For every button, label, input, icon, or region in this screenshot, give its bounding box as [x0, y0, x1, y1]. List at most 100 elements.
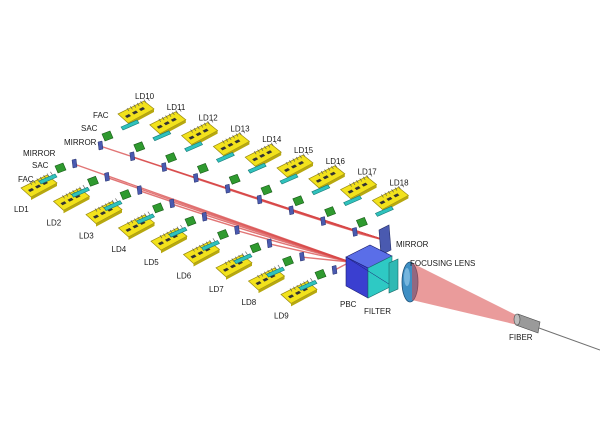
ld4-stripe [137, 216, 140, 220]
ld13-stripe [222, 140, 225, 144]
ld1-chip-edge [31, 183, 57, 200]
ld10-stripe [130, 106, 133, 110]
ld18-stripe [391, 189, 394, 193]
ld10-module: LD10 [97, 92, 155, 151]
ld2-mirror [104, 171, 110, 182]
ld5-stripe [176, 226, 180, 230]
ld1-pad [42, 181, 48, 185]
ld13-stripe [235, 133, 239, 137]
ld3-stripe [94, 208, 98, 212]
ld4-fac [136, 213, 155, 225]
ld18-pad [393, 193, 400, 198]
ld8-module: LD8 [242, 251, 305, 307]
ld18-module: LD18 [352, 178, 409, 237]
ld15-stripe [295, 156, 299, 161]
output-beam-cone [412, 263, 522, 326]
label-pbc: PBC [340, 300, 357, 309]
ld2-stripe [82, 184, 86, 189]
ld11-sac [133, 141, 146, 153]
ld1-stripe [43, 175, 46, 179]
ld16-module: LD16 [288, 157, 345, 216]
label-fiber: FIBER [509, 333, 533, 342]
ld2-label: LD2 [47, 218, 62, 227]
ld2-stripe [69, 191, 72, 196]
ld13-stripe [232, 135, 235, 139]
ld17-label: LD17 [358, 168, 378, 177]
ld12-stripe [200, 124, 204, 128]
ld13-stripe [239, 131, 242, 136]
ld13-mirror [193, 173, 199, 183]
ld12-label: LD12 [199, 114, 219, 123]
ld17-stripe [356, 180, 359, 184]
ld13-pad [234, 139, 241, 144]
ld4-pad [125, 227, 132, 232]
ld14-stripe [267, 144, 271, 148]
ld2-stripe [62, 195, 65, 199]
ld3-stripe [98, 206, 101, 211]
ld8-stripe [277, 264, 281, 269]
ld17-module: LD17 [320, 168, 378, 226]
ld2-stripe [72, 190, 75, 194]
ld5-label: LD5 [144, 258, 159, 267]
ld2-stripe [75, 188, 79, 192]
ld8-pad [269, 274, 276, 279]
ld6-pad [197, 251, 204, 255]
ld13-sac [197, 163, 209, 174]
ld18-stripe [398, 185, 401, 190]
ld11-stripe [175, 110, 179, 114]
ld4-module: LD4 [112, 198, 175, 254]
ld9-sac [314, 269, 327, 280]
ld14-stripe [270, 142, 274, 146]
ld12-module: LD12 [161, 114, 219, 172]
ld3-label: LD3 [79, 232, 94, 241]
ld12-stripe [210, 119, 214, 123]
ld5-chip-edge [161, 236, 187, 254]
ld16-stripe [334, 164, 338, 168]
ld12-pad [202, 128, 209, 133]
ld10-pad [132, 110, 138, 115]
ld12-stripe [207, 120, 210, 125]
ld17-stripe [352, 181, 356, 186]
ld8-mirror [299, 251, 305, 262]
ld4-stripe [144, 213, 147, 217]
ld6-stripe [205, 241, 209, 245]
ld6-mirror [234, 225, 240, 235]
ld7-pad [223, 267, 229, 272]
ld15-stripe [302, 153, 306, 157]
ld5-pad [165, 237, 171, 242]
ld2-sac [87, 175, 99, 187]
ld7-stripe [245, 251, 248, 255]
ld11-stripe [178, 108, 182, 112]
ld13-module: LD13 [193, 124, 250, 183]
ld15-label: LD15 [294, 146, 314, 155]
ld14-mirror [224, 183, 231, 194]
ld7-sac [249, 242, 262, 254]
ld5-stripe [173, 228, 176, 232]
ld6-stripe [202, 243, 205, 247]
ld7-stripe [238, 254, 241, 259]
ld4-sac [152, 202, 164, 214]
ld18-stripe [387, 190, 391, 195]
ld8-stripe [274, 266, 277, 270]
ld10-sac [101, 130, 114, 142]
ld4-stripe [127, 221, 130, 226]
ld6-stripe [192, 248, 195, 252]
ld18-fac [374, 206, 394, 217]
ld1-stripe [29, 181, 33, 186]
ld15-pad [291, 164, 297, 169]
ld8-chip-edge [258, 276, 285, 294]
ld6-chip-edge [193, 249, 220, 267]
label-fac-lower: FAC [18, 175, 34, 184]
ld14-stripe [260, 147, 264, 151]
ld13-stripe [228, 136, 232, 141]
ld2-fac [71, 186, 90, 198]
ld1-stripe [36, 178, 40, 182]
label-focusing-lens: FOCUSING LENS [410, 259, 475, 268]
ld6-stripe [199, 244, 202, 249]
ld3-pad [100, 211, 106, 216]
right-mirror [378, 224, 392, 256]
ld5-stripe [159, 235, 163, 239]
ld9-stripe [289, 288, 293, 292]
